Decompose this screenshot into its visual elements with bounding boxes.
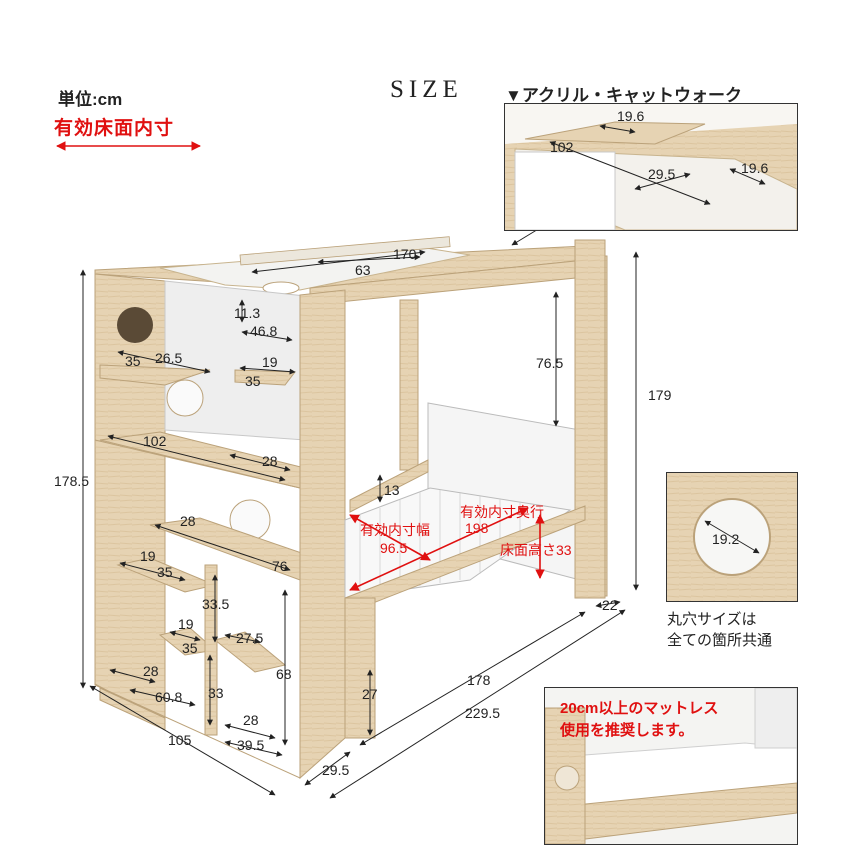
size-title: SIZE — [390, 76, 463, 103]
hole-note-line1: 丸穴サイズは — [667, 611, 757, 628]
inner-size-legend-label: 有効床面内寸 — [54, 118, 175, 139]
catwalk-inset: 19.6 102 29.5 19.6 — [504, 103, 798, 231]
dim-inner-depth: 198 — [465, 520, 489, 536]
dim-upper-right-d: 35 — [245, 373, 261, 389]
dim-bottom-right-d: 28 — [243, 712, 259, 728]
unit-label: 単位:cm — [58, 90, 123, 109]
mattress-note-line1: 20cm以上のマットレス — [560, 700, 719, 717]
dim-total-height: 179 — [648, 387, 672, 403]
dim-top-shelf-w: 46.8 — [250, 323, 278, 339]
dim-bottom-d: 28 — [143, 663, 159, 679]
dim-depth: 105 — [168, 732, 192, 748]
dim-cube-small-d: 35 — [182, 640, 198, 656]
dim-inner-width: 96.5 — [380, 540, 408, 556]
dim-cube-right-w: 27.5 — [236, 630, 264, 646]
hole-photo — [667, 473, 797, 601]
mattress-photo — [545, 688, 797, 844]
dim-small-shelf-w: 19 — [140, 548, 156, 564]
dim-bottom-w: 60.8 — [155, 689, 183, 705]
dim-mid-shelf-d: 28 — [180, 513, 196, 529]
catwalk-dim-3: 29.5 — [648, 166, 676, 182]
dim-floor-height-label: 床面高さ33 — [500, 542, 572, 558]
dim-leg-offset: 22 — [602, 597, 618, 613]
mattress-note-line2: 使用を推奨します。 — [560, 722, 694, 739]
dim-mid-shelf-w: 76 — [272, 558, 288, 574]
dim-inner-depth-label: 有効内寸奥行 — [460, 504, 544, 520]
dim-left-height: 178.5 — [54, 473, 90, 489]
catwalk-title: ▼アクリル・キャットウォーク — [505, 86, 742, 105]
dim-inner-width-label: 有効内寸幅 — [360, 522, 430, 538]
catwalk-photo — [505, 104, 797, 230]
dim-step-w: 102 — [143, 433, 167, 449]
dim-total-len: 229.5 — [465, 705, 501, 721]
dim-upper-left-w: 26.5 — [155, 350, 183, 366]
dim-top-width: 170 — [393, 246, 417, 262]
dim-upper-left-d: 35 — [125, 353, 141, 369]
catwalk-dim-4: 19.6 — [741, 160, 769, 176]
catwalk-dim-1: 19.6 — [617, 108, 645, 124]
hole-inset: 19.2 — [666, 472, 798, 602]
dim-frame-len: 178 — [467, 672, 491, 688]
hole-dim: 19.2 — [712, 531, 740, 547]
dim-headroom: 76.5 — [536, 355, 564, 371]
dim-bottom-h: 33 — [208, 685, 224, 701]
catwalk-dim-2: 102 — [550, 139, 574, 155]
dim-leg-h: 27 — [362, 686, 378, 702]
dim-cube-right-h: 68 — [276, 666, 292, 682]
dimension-lines — [80, 249, 639, 799]
dim-cube-upper-h: 33.5 — [202, 596, 230, 612]
dim-step-d: 28 — [262, 453, 278, 469]
dim-rail-h: 13 — [384, 482, 400, 498]
inner-dimension-lines — [349, 507, 545, 591]
mattress-inset: 20cm以上のマットレス 使用を推奨します。 — [544, 687, 798, 845]
dim-bottom-right-w: 39.5 — [237, 737, 265, 753]
dim-side-offset: 29.5 — [322, 762, 350, 778]
dim-small-shelf-d: 35 — [157, 564, 173, 580]
dim-upper-right-w: 19 — [262, 354, 278, 370]
hole-note-line2: 全ての箇所共通 — [667, 632, 773, 649]
dim-cube-small-w: 19 — [178, 616, 194, 632]
dim-top-slot: 63 — [355, 262, 371, 278]
dim-top-shelf-h: 11.3 — [234, 305, 261, 321]
